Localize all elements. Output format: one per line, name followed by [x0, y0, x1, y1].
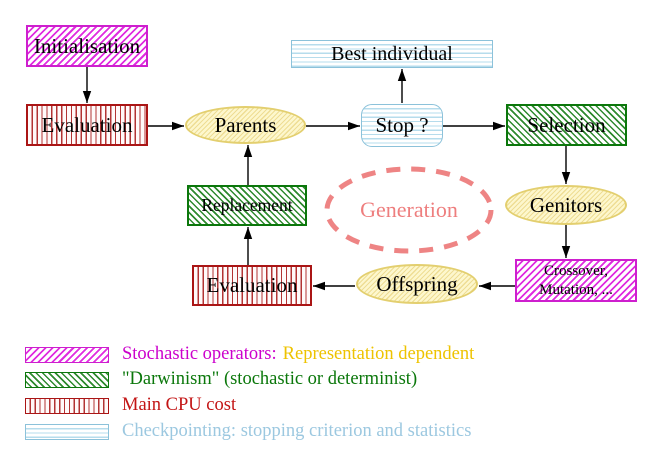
generation-label: Generation [360, 197, 458, 222]
node-offspring: Offspring [356, 264, 478, 304]
legend-row-cpu-cost: Main CPU cost [25, 395, 237, 415]
legend-text-representation: Representation dependent [282, 344, 475, 364]
legend-swatch-checkpointing [25, 423, 109, 440]
node-selection: Selection [506, 104, 627, 146]
legend-text-stochastic: Stochastic operators: [122, 344, 277, 364]
legend-label-stochastic: Stochastic operators:Representation depe… [122, 344, 474, 365]
crossover-line1: Crossover, [544, 262, 608, 279]
legend-row-stochastic: Stochastic operators:Representation depe… [25, 344, 474, 365]
node-parents: Parents [185, 106, 306, 144]
node-initialisation: Initialisation [26, 25, 148, 67]
crossover-line2: Mutation, ... [539, 281, 613, 298]
node-replacement: Replacement [187, 185, 307, 226]
legend-row-checkpointing: Checkpointing: stopping criterion and st… [25, 421, 472, 441]
legend-text-checkpointing: Checkpointing: stopping criterion and st… [122, 421, 472, 441]
node-genitors: Genitors [505, 185, 627, 225]
legend-swatch-stochastic [25, 346, 109, 363]
legend-swatch-cpu-cost [25, 397, 109, 414]
legend-row-darwinism: "Darwinism" (stochastic or determinist) [25, 369, 418, 389]
node-crossover-mutation: Crossover, Mutation, ... [515, 259, 637, 302]
node-stop: Stop ? [361, 104, 443, 147]
node-best-individual: Best individual [291, 40, 493, 68]
node-evaluation-bottom: Evaluation [192, 265, 312, 306]
legend-text-darwinism: "Darwinism" (stochastic or determinist) [122, 369, 418, 389]
node-evaluation-top: Evaluation [26, 104, 148, 146]
legend-text-cpu-cost: Main CPU cost [122, 395, 237, 415]
legend-swatch-darwinism [25, 371, 109, 388]
